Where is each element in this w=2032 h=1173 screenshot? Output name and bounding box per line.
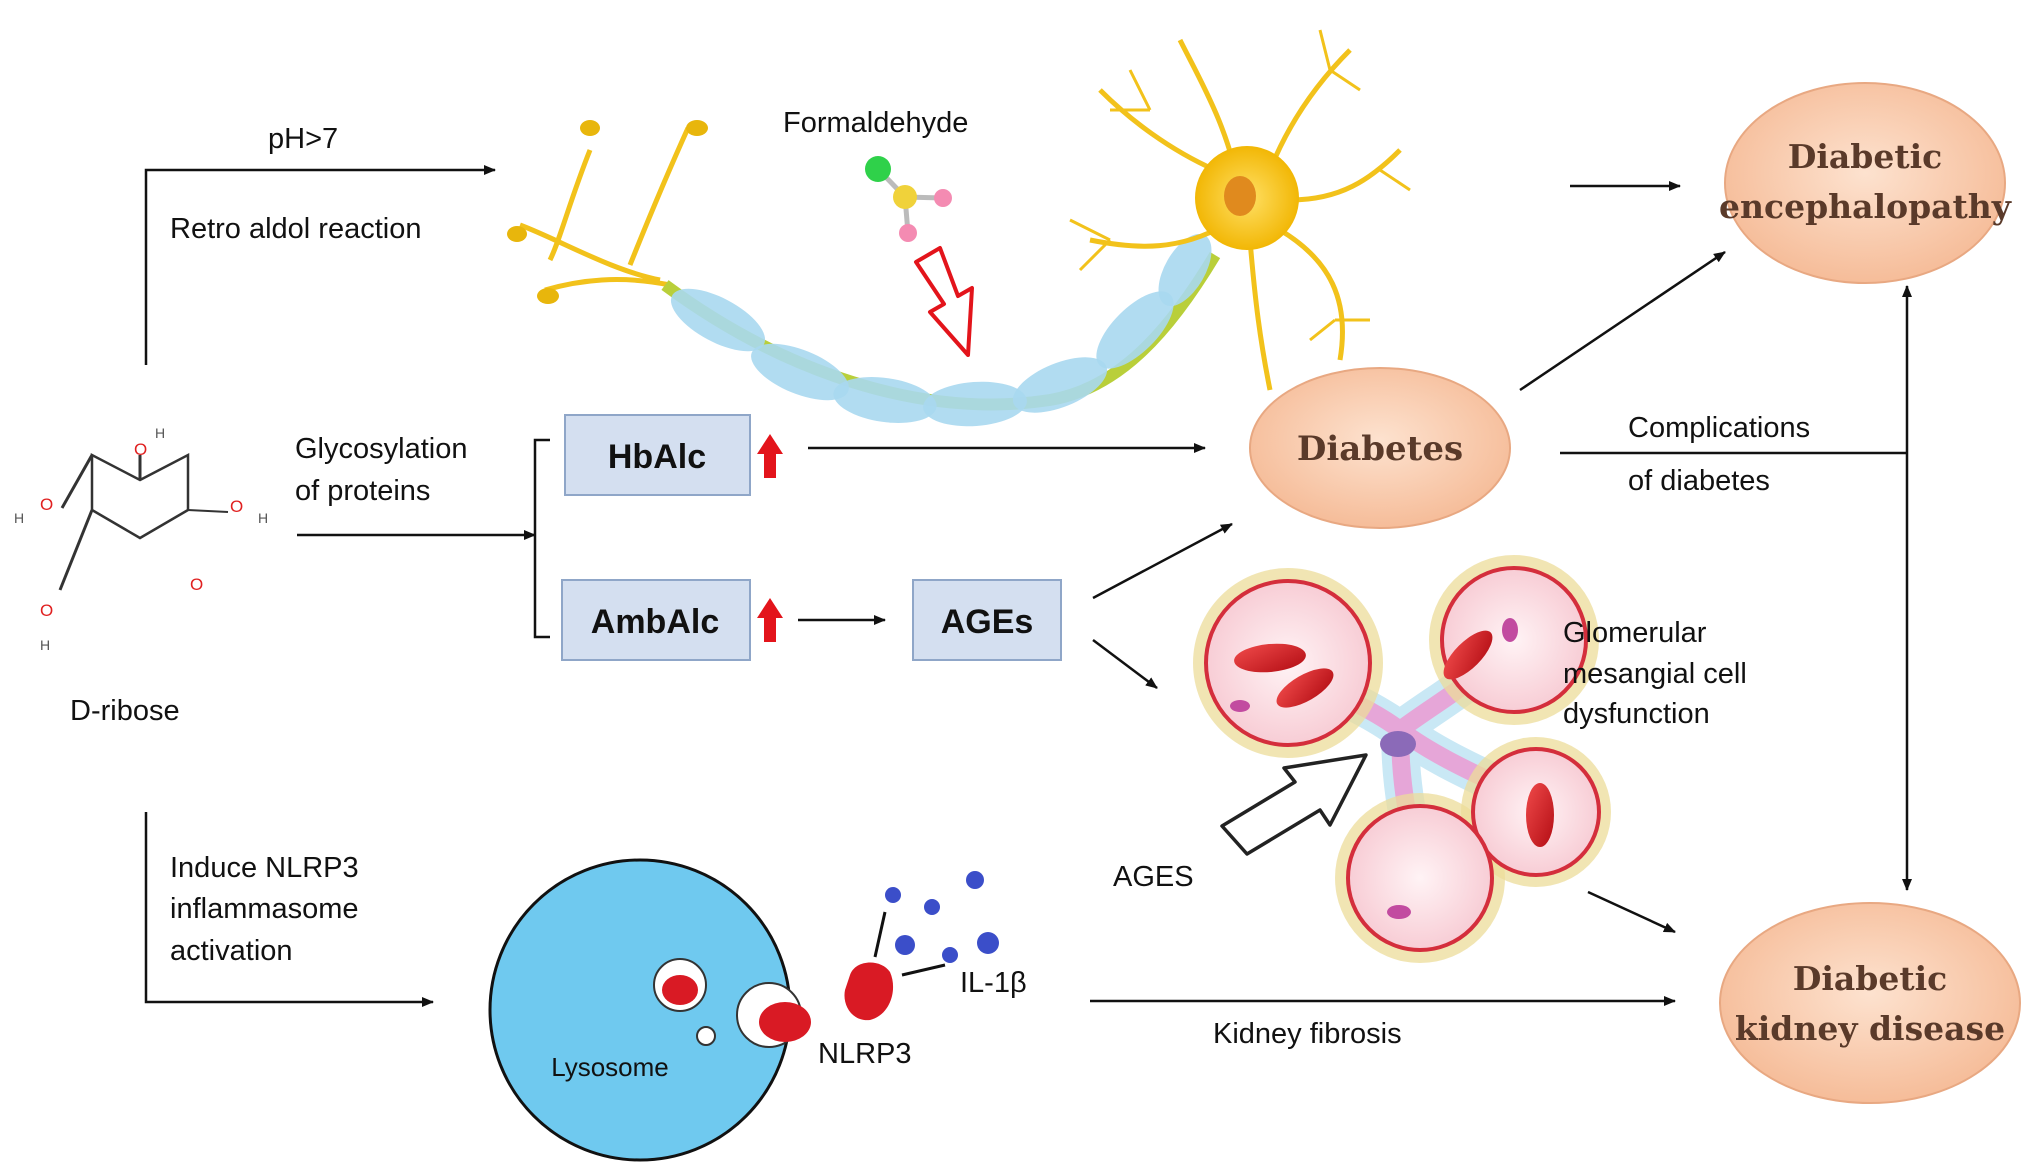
formaldehyde-hollow-arrow-icon <box>914 246 974 357</box>
il1b-dot <box>885 887 901 903</box>
complications-line2: of diabetes <box>1628 465 1770 497</box>
nlrp3-complex-icon <box>844 962 894 1021</box>
glomerular-line1: Glomerular <box>1563 617 1707 649</box>
lysosome-label: Lysosome <box>551 1052 669 1082</box>
ages-to-diabetes-arrow <box>1092 522 1233 600</box>
ring-oxygen: O <box>190 575 203 594</box>
ages-box <box>912 579 1062 661</box>
oxygen-bottom: O <box>40 601 53 620</box>
glomerulus-to-kidney-arrow <box>1587 890 1676 934</box>
encephalopathy-line1: Diabetic <box>1788 137 1942 176</box>
il1b-dot <box>966 871 984 889</box>
formaldehyde-label: Formaldehyde <box>783 107 968 139</box>
hydrogen-top: H <box>155 425 165 441</box>
nlrp3-induce-line3: activation <box>170 935 293 967</box>
d-ribose-structure: O O H O H O H O H <box>14 425 268 653</box>
mesangial-nucleus <box>1380 731 1416 757</box>
d-ribose-label: D-ribose <box>70 695 180 727</box>
red-blood-cell <box>1234 643 1306 673</box>
nlrp3-induction-arrow <box>144 812 434 1007</box>
il1b-label: IL-1β <box>960 967 1027 999</box>
ages-box-label: AGEs <box>941 603 1034 641</box>
red-blood-cell <box>1526 783 1554 847</box>
hydrogen-bottom: H <box>40 637 50 653</box>
ages-to-glomerulus-arrow <box>1092 639 1158 689</box>
hydrogen-left: H <box>14 510 24 526</box>
nlrp3-label: NLRP3 <box>818 1038 912 1070</box>
glycosylation-label-line1: Glycosylation <box>295 433 467 465</box>
red-blood-cell <box>1443 630 1493 680</box>
diabetes-oval <box>1249 367 1511 529</box>
amba1c-label: AmbAlc <box>591 603 719 641</box>
il1b-dot <box>924 899 940 915</box>
bond <box>58 509 94 591</box>
glomerulus-illustration <box>1193 555 1611 963</box>
hba1c-label: HbAlc <box>608 438 706 476</box>
vesicle <box>696 1026 716 1046</box>
cell-nucleus <box>1230 700 1250 712</box>
retro-aldol-label: Retro aldol reaction <box>170 213 421 245</box>
nlrp3-particle <box>662 975 698 1005</box>
complications-line1: Complications <box>1628 412 1810 444</box>
atom-green <box>865 156 891 182</box>
glycosylation-label-line2: of proteins <box>295 475 430 507</box>
hba1c-up-arrow-icon <box>757 434 783 478</box>
amba1c-box <box>561 579 751 661</box>
kidney-line1: Diabetic <box>1793 959 1947 998</box>
formaldehyde-molecule-icon <box>865 156 952 242</box>
oxygen-left: O <box>40 495 53 514</box>
atom-pink <box>899 224 917 242</box>
atom-pink <box>934 189 952 207</box>
cell-nucleus <box>1387 905 1411 919</box>
oxygen-right: O <box>230 497 243 516</box>
kidney-line2: kidney disease <box>1735 1009 2005 1048</box>
hba1c-box <box>564 414 751 496</box>
bracket <box>533 438 550 639</box>
amba1c-up-arrow-icon <box>757 598 783 642</box>
cell-nucleus <box>1502 618 1518 642</box>
glomerular-line2: mesangial cell <box>1563 658 1747 690</box>
nlrp3-induce-line2: inflammasome <box>170 893 359 925</box>
encephalopathy-oval <box>1724 82 2006 284</box>
neuron-icon <box>507 29 1411 427</box>
kidney-fibrosis-label: Kidney fibrosis <box>1213 1018 1402 1050</box>
neuron-nucleus <box>1224 176 1256 216</box>
atom-yellow <box>893 185 917 209</box>
ages-glomerulus-label: AGES <box>1113 861 1194 893</box>
il1b-dot <box>977 932 999 954</box>
nlrp3-connector <box>873 911 887 958</box>
bond <box>187 509 229 513</box>
kidney-disease-oval <box>1719 902 2021 1104</box>
il1b-dot <box>942 947 958 963</box>
hydrogen-right: H <box>258 510 268 526</box>
nlrp3-particle <box>759 1002 811 1042</box>
diabetes-to-encephalopathy-arrow <box>1519 250 1726 392</box>
ages-hollow-arrow-icon <box>1220 753 1368 856</box>
red-blood-cell <box>1276 668 1334 708</box>
glomerular-line3: dysfunction <box>1563 698 1710 730</box>
diabetes-label: Diabetes <box>1297 429 1463 469</box>
ph-label: pH>7 <box>268 123 338 155</box>
nlrp3-induce-line1: Induce NLRP3 <box>170 852 359 884</box>
bond <box>60 454 94 509</box>
encephalopathy-line2: encephalopathy <box>1719 187 2012 226</box>
retro-aldol-arrow <box>144 165 496 365</box>
nlrp3-connector <box>901 963 946 977</box>
il1b-dot <box>895 935 915 955</box>
oxygen-top: O <box>134 440 147 459</box>
